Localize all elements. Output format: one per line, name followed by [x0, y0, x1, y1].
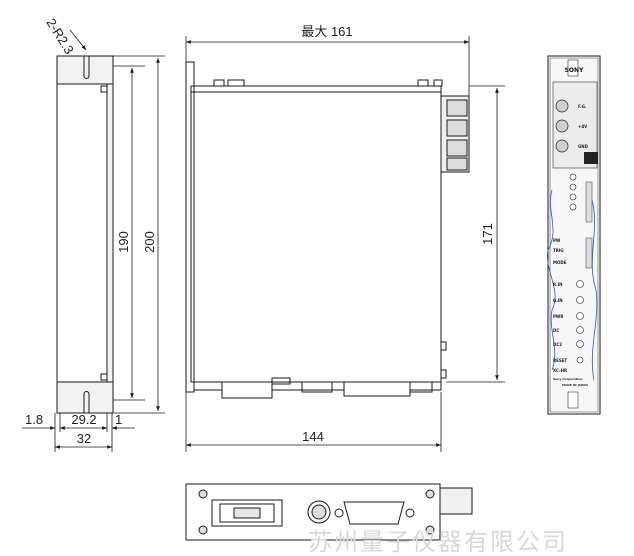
panel-label-pw: PW [553, 238, 561, 243]
panel-label-trig: TRIG [553, 248, 564, 253]
panel-label-reset: RESET [553, 358, 567, 363]
terminal-label-4v: +4V [578, 124, 588, 129]
front-panel [547, 55, 601, 415]
dim-32: 32 [77, 431, 91, 446]
side-view [56, 55, 114, 414]
dim-1: 1 [115, 412, 122, 427]
panel-label-rin: R.IN [553, 282, 563, 287]
panel-origin: MADE IN JAPAN [562, 383, 588, 387]
panel-label-dc: DC [553, 328, 559, 333]
panel-label-gin: G.IN [553, 298, 563, 303]
dim-1-8: 1.8 [25, 412, 43, 427]
terminal-label-fg: F.G. [578, 104, 587, 109]
terminal-label-gnd: GND [578, 144, 589, 149]
dim-171: 171 [480, 223, 495, 245]
side-width-dims [22, 413, 135, 452]
panel-maker: Sony Corporation [553, 377, 582, 381]
main-width-dims [185, 36, 505, 452]
bottom-view [185, 483, 473, 541]
brand-label: SONY [565, 67, 584, 74]
panel-label-pwr: PWR [553, 314, 563, 319]
dim-29-2: 29.2 [71, 412, 96, 427]
radius-label: 2-R2.3 [43, 16, 76, 57]
panel-label-dc2: DC2 [553, 342, 562, 347]
dim-max-161: 最大 161 [301, 24, 352, 39]
panel-model: XC-HR [553, 368, 567, 373]
watermark: 苏州量子仪器有限公司 [308, 528, 568, 556]
side-height-dims [113, 55, 165, 414]
dim-200: 200 [142, 231, 157, 253]
dim-190: 190 [116, 231, 131, 253]
dim-144: 144 [302, 429, 324, 444]
radius-callout: 2-R2.3 [43, 16, 87, 57]
panel-label-mode: MODE [553, 260, 567, 265]
main-view [185, 61, 470, 399]
